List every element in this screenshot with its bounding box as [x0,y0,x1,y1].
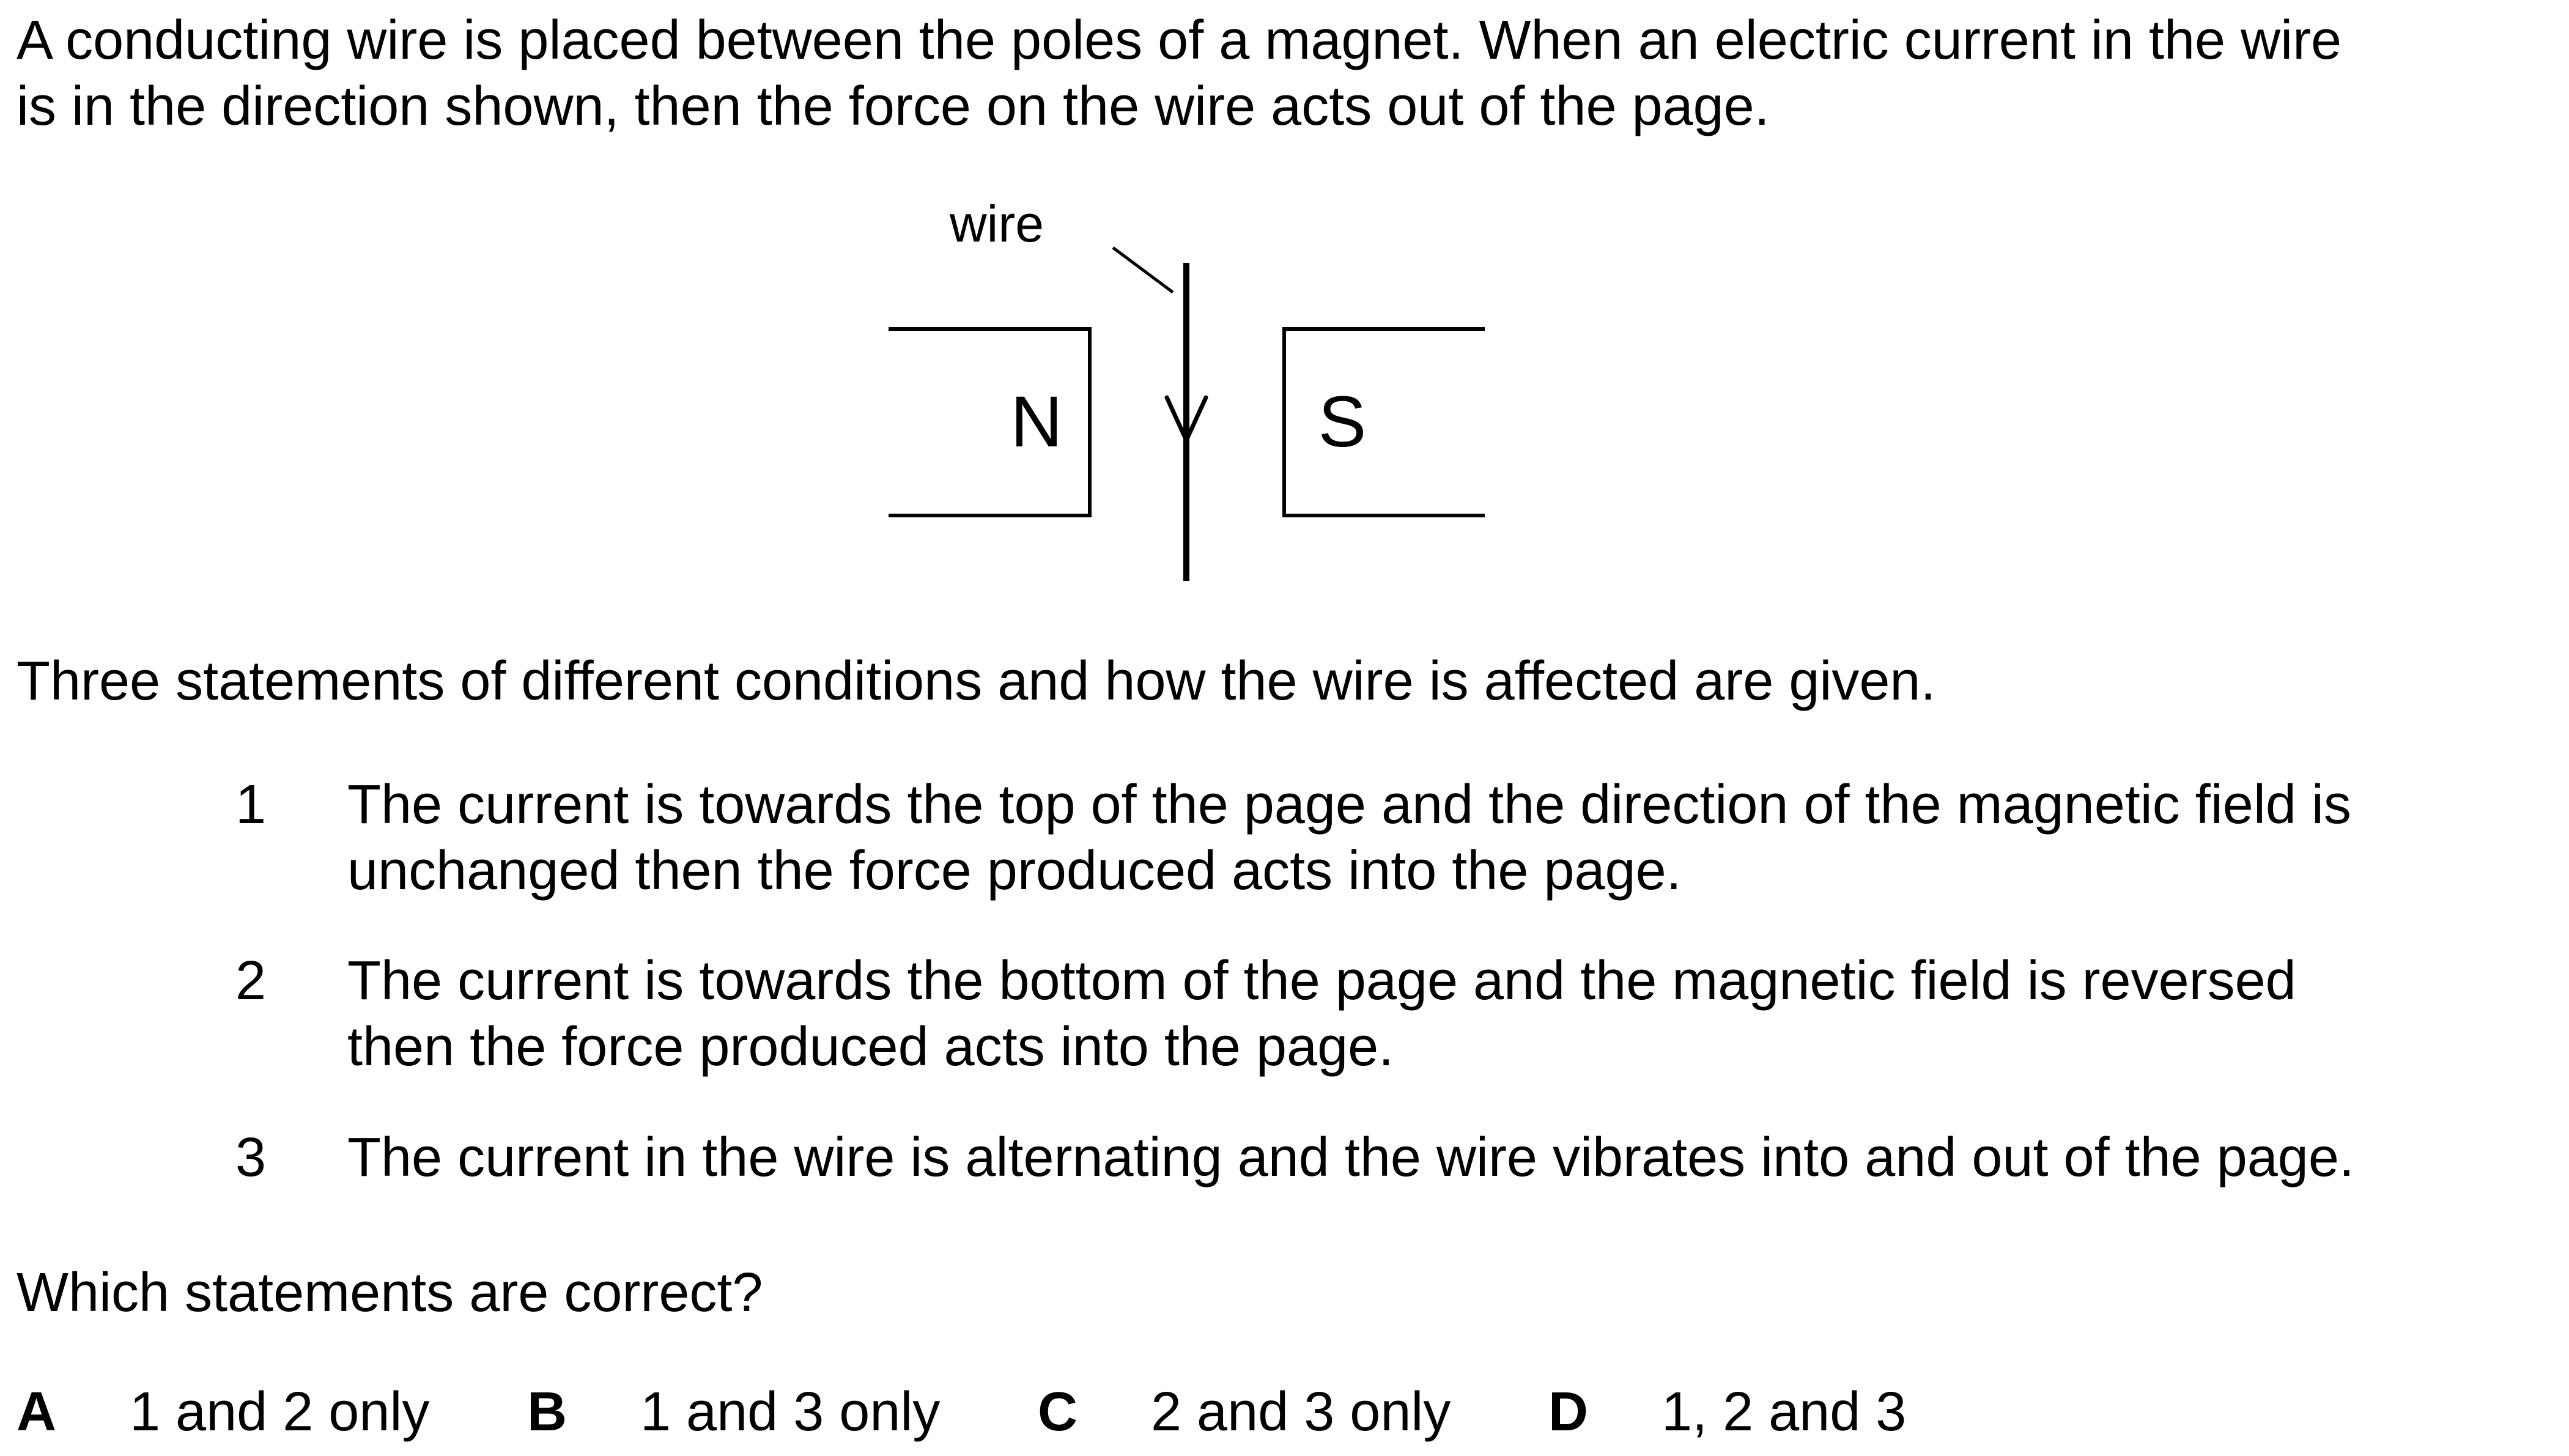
option-letter: A [17,1381,56,1443]
option-text: 2 and 3 only [1151,1381,1451,1443]
north-pole-magnet [889,327,1092,517]
south-pole-magnet [1282,327,1485,517]
magnet-wire-diagram: wire N S [844,190,1517,593]
statements-intro: Three statements of different conditions… [17,651,1936,712]
option-letter: B [527,1381,567,1443]
statement-number: 2 [235,950,267,1011]
statement-text: The current is towards the bottom of the… [347,948,2488,1080]
wire-label-leader [1112,246,1174,294]
statement-number: 1 [235,774,267,835]
statement-text: The current is towards the top of the pa… [347,772,2488,904]
north-pole-label: N [1010,382,1062,462]
option-text: 1, 2 and 3 [1662,1381,1907,1443]
question-intro: A conducting wire is placed between the … [17,7,2524,139]
south-pole-label: S [1318,382,1367,462]
intro-line-2: is in the direction shown, then the forc… [17,76,1770,137]
option-letter: D [1548,1381,1588,1443]
option-text: 1 and 2 only [130,1381,430,1443]
statement-number: 3 [235,1127,267,1188]
statement-line: The current is towards the bottom of the… [347,950,2296,1011]
current-arrow-down-icon [1164,395,1208,443]
statement-line: The current in the wire is alternating a… [347,1127,2354,1188]
option-letter: C [1038,1381,1078,1443]
statement-text: The current in the wire is alternating a… [347,1125,2488,1191]
statement-line: The current is towards the top of the pa… [347,774,2351,835]
wire-label: wire [949,195,1044,253]
intro-line-1: A conducting wire is placed between the … [17,10,2342,71]
question-prompt: Which statements are correct? [17,1262,763,1323]
statement-line: then the force produced acts into the pa… [347,1016,1394,1077]
option-text: 1 and 3 only [640,1381,941,1443]
statement-line: unchanged then the force produced acts i… [347,840,1682,901]
